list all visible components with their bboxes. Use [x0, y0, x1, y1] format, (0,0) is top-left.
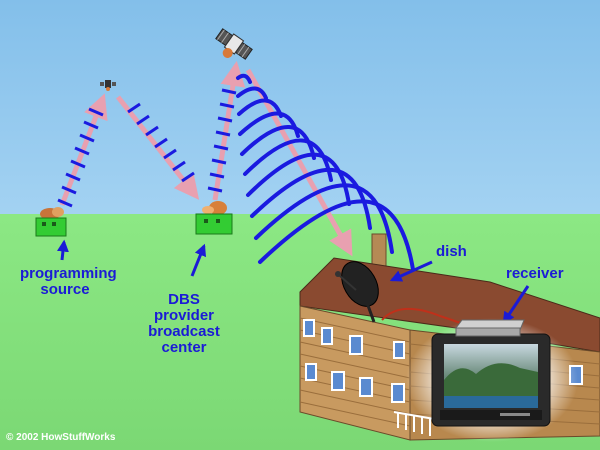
receiver-label: receiver: [506, 265, 564, 282]
broadcast-station-icon: [35, 207, 67, 237]
label-line: source: [40, 281, 90, 298]
uplink-ticks-2: [207, 88, 237, 193]
sky: [0, 0, 600, 214]
programming-source-label: programming source: [20, 265, 117, 298]
satellite-icon: [215, 28, 253, 60]
label-line: DBS: [168, 291, 200, 308]
label-line: provider: [153, 307, 214, 324]
dish-label: dish: [436, 243, 467, 260]
label-line: broadcast: [148, 323, 220, 340]
dbs-center-label: DBS provider broadcast center: [142, 292, 226, 356]
broadcast-waves: [236, 73, 416, 278]
label-line: programming: [20, 265, 117, 282]
tv-icon: [431, 333, 551, 427]
relay-ticks: [127, 102, 195, 183]
uplink-ticks-1: [57, 107, 104, 208]
copyright-text: © 2002 HowStuffWorks: [6, 432, 116, 443]
satellite-icon: [100, 80, 116, 91]
label-line: center: [161, 339, 207, 356]
receiver-box-icon: [455, 319, 525, 337]
satellite-dish-icon: [335, 261, 379, 323]
label-pointers: [56, 239, 530, 324]
broadcast-station-icon: [195, 201, 233, 235]
